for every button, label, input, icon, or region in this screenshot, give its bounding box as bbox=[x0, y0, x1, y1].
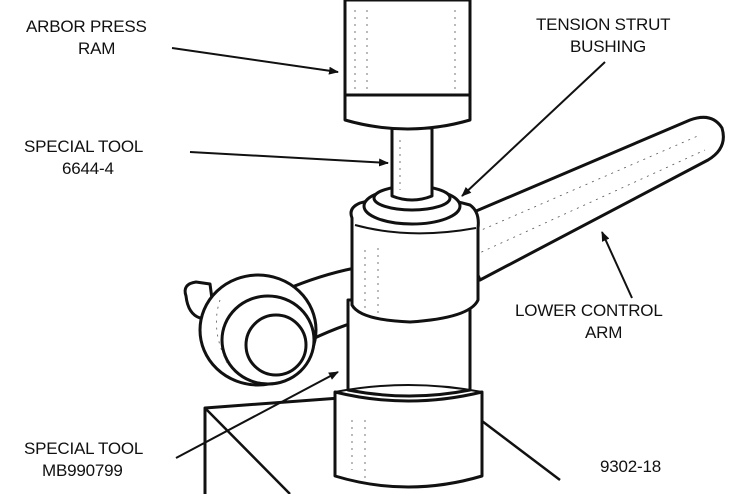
ball-joint bbox=[183, 273, 318, 387]
leader-lines bbox=[171, 47, 633, 459]
leader-special-tool-lower bbox=[175, 371, 339, 459]
figure-number: 9302-18 bbox=[600, 457, 661, 476]
special-tool-lower-cup bbox=[333, 298, 484, 489]
lower-control-arm bbox=[283, 115, 725, 347]
label-special-tool-upper: SPECIAL TOOL 6644-4 bbox=[24, 137, 147, 178]
leader-arbor-press-ram bbox=[171, 47, 339, 75]
label-tension-strut-bushing: TENSION STRUT BUSHING bbox=[536, 15, 675, 56]
label-arbor-press-ram: ARBOR PRESS RAM bbox=[26, 17, 151, 58]
press-bed bbox=[203, 396, 561, 494]
leader-lower-control-arm bbox=[601, 231, 633, 299]
label-lower-control-arm: LOWER CONTROL ARM bbox=[515, 301, 666, 342]
bushing-housing bbox=[349, 194, 480, 324]
leader-tension-strut-bushing bbox=[461, 61, 606, 197]
leader-special-tool-upper bbox=[189, 151, 389, 167]
special-tool-upper-pin bbox=[390, 126, 434, 202]
label-special-tool-lower: SPECIAL TOOL MB990799 bbox=[24, 439, 147, 480]
arbor-press-ram bbox=[343, 0, 472, 131]
